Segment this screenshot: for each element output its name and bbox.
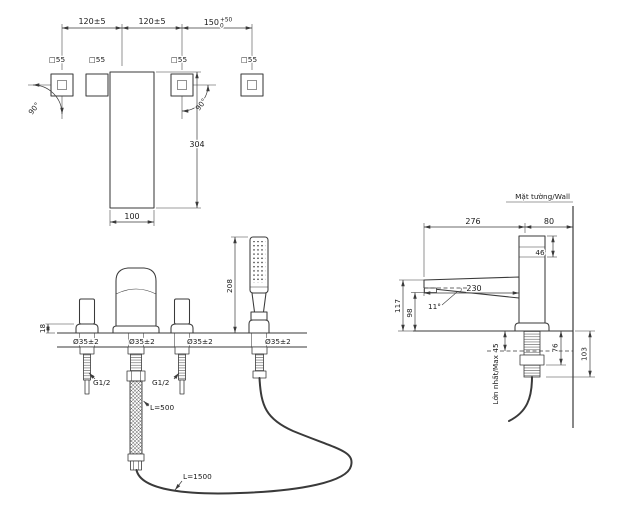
dim-276: 276 (465, 217, 480, 226)
handle-right-plan (170, 73, 194, 97)
dim-304-lines (156, 71, 201, 209)
label-square55-1: □55 (49, 55, 65, 64)
max-thickness-label: Lớn nhất/Max 45 (491, 343, 500, 404)
angle-11-lines (424, 287, 467, 306)
top-extension-lines (61, 24, 253, 70)
label-square55-4: □55 (241, 55, 257, 64)
spout-front (112, 267, 160, 334)
handle-left-underdeck (79, 346, 95, 395)
dim-150: 150 (204, 18, 219, 27)
hose-short-label: L=500 (150, 403, 174, 412)
shower-holder-plan (240, 73, 264, 97)
side-view: Mặt tường/Wall 276 80 (392, 191, 595, 428)
spout-side-underdeck (508, 330, 545, 422)
dim-304: 304 (189, 140, 204, 149)
dim-208-lines (231, 236, 248, 333)
angle-90-right: 90° (194, 97, 209, 113)
thread-leader-1 (88, 372, 96, 380)
hose-long-label: L=1500 (183, 472, 212, 481)
shower-underdeck (251, 346, 268, 379)
dim-120-right: 120±5 (138, 17, 165, 26)
thread-leader-2 (173, 372, 180, 380)
dim-208: 208 (225, 279, 234, 293)
dim-18-lines (44, 323, 74, 334)
hole-dia-1: Ø35±2 (73, 337, 99, 346)
dim-230: 230 (466, 284, 481, 293)
thread-label-2: G1/2 (152, 378, 169, 387)
braided-hose (129, 380, 143, 455)
wall-label: Mặt tường/Wall (515, 192, 570, 201)
hose-long-leader (174, 480, 183, 491)
hand-shower-front (248, 236, 270, 334)
dim-18: 18 (38, 324, 47, 334)
dim-98: 98 (405, 308, 414, 318)
hose-short-leader (143, 400, 150, 407)
rotation-arc-left (28, 83, 64, 119)
dim-150-tolerance-lower: 0 (220, 24, 224, 30)
dim-46-lines (547, 235, 557, 258)
dim-76: 76 (551, 343, 560, 353)
dim-100: 100 (124, 212, 139, 221)
spout-escutcheon-plan (85, 73, 109, 97)
front-view: 18 208 Ø35±2 Ø35±2 Ø35±2 Ø35±2 (37, 236, 353, 495)
dim-80: 80 (544, 217, 554, 226)
dim-117: 117 (393, 299, 402, 313)
label-square55-2: □55 (89, 55, 105, 64)
angle-90-left: 90° (27, 101, 42, 117)
hole-dia-2: Ø35±2 (129, 337, 155, 346)
dim-150-tolerance-upper: +50 (220, 18, 233, 24)
dim-46: 46 (535, 248, 545, 257)
dim-76-103-lines (546, 331, 595, 378)
hole-dia-4: Ø35±2 (265, 337, 291, 346)
dim-103: 103 (580, 347, 589, 361)
dim-100-lines (109, 210, 155, 226)
handle-right-front (170, 298, 194, 334)
dim-276-80-lines (423, 223, 573, 277)
handle-left-front (75, 298, 99, 334)
handle-left-plan (50, 73, 74, 97)
spout-underdeck (126, 346, 146, 471)
spout-plan (109, 71, 155, 209)
spout-side-profile (423, 235, 550, 332)
handle-right-underdeck (174, 346, 190, 395)
angle-11: 11° (428, 302, 441, 311)
label-square55-3: □55 (171, 55, 187, 64)
hole-dia-3: Ø35±2 (187, 337, 213, 346)
aerator (424, 287, 437, 293)
thread-label-1: G1/2 (93, 378, 110, 387)
shower-hose-loop (135, 377, 353, 495)
top-view: 120±5 120±5 150 +50 0 □55 □55 □55 □55 (25, 16, 264, 226)
dim-117-98-lines (399, 279, 424, 331)
dim-120-left: 120±5 (78, 17, 105, 26)
